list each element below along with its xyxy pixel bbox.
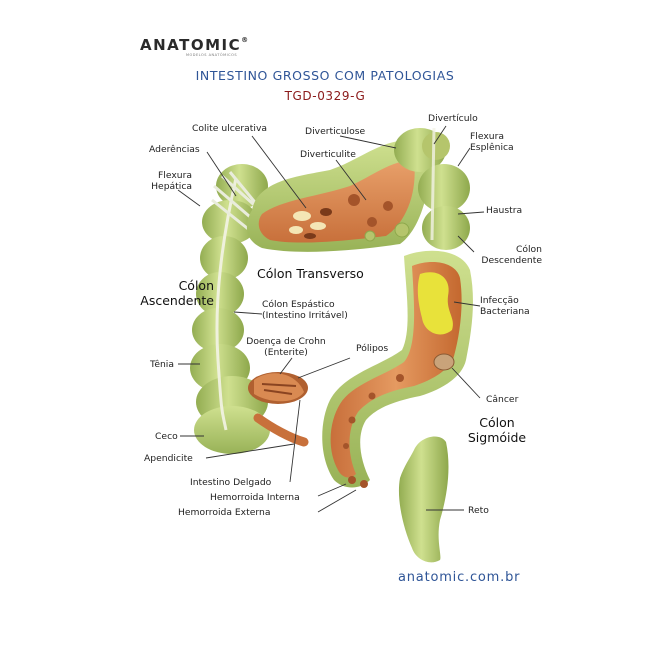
brand-tagline: MODELOS ANATÔMICOS — [186, 53, 238, 57]
label-diverticulo: Divertículo — [428, 113, 478, 124]
label-colon-transverso: Cólon Transverso — [257, 266, 364, 281]
label-colite-ulcerativa: Colite ulcerativa — [192, 123, 268, 134]
label-diverticulose: Diverticulose — [305, 126, 366, 137]
label-apendicite: Apendicite — [144, 453, 193, 464]
transverse-colon — [246, 140, 431, 252]
website-url[interactable]: anatomic.com.br — [398, 570, 521, 585]
descending-colon — [394, 127, 470, 250]
small-intestine — [248, 372, 308, 404]
rectum — [398, 436, 449, 563]
label-intestino-delgado: Intestino Delgado — [190, 477, 272, 488]
registered-mark: ® — [241, 36, 250, 44]
label-cancer: Câncer — [486, 394, 519, 405]
cecum — [194, 406, 270, 454]
label-hemorroida-externa: Hemorroida Externa — [178, 507, 271, 518]
leader-lines — [177, 125, 485, 513]
label-ceco: Ceco — [155, 431, 178, 442]
bacterial-infection — [417, 272, 453, 335]
label-polipos: Pólipos — [356, 343, 389, 354]
appendix — [253, 413, 309, 447]
label-hemorroida-interna: Hemorroida Interna — [210, 492, 300, 503]
product-code: TGD-0329-G — [284, 89, 366, 103]
label-diverticulite: Diverticulite — [300, 149, 356, 160]
cancer-mass — [433, 353, 455, 371]
brand-name: ANATOMIC — [140, 36, 242, 54]
label-colon-espastico: Cólon Espástico(Intestino Irritável) — [262, 299, 348, 321]
label-tenia: Tênia — [150, 359, 174, 370]
ascending-colon — [190, 164, 270, 454]
label-aderencias: Aderências — [149, 144, 200, 155]
sigmoid-colon — [322, 250, 473, 488]
label-doenca-de-crohn: Doença de Crohn(Enterite) — [246, 336, 326, 358]
brand-logo: ANATOMIC® — [140, 36, 250, 54]
label-reto: Reto — [468, 505, 489, 516]
label-haustra: Haustra — [486, 205, 523, 216]
poster-title: INTESTINO GROSSO COM PATOLOGIAS — [195, 68, 455, 83]
